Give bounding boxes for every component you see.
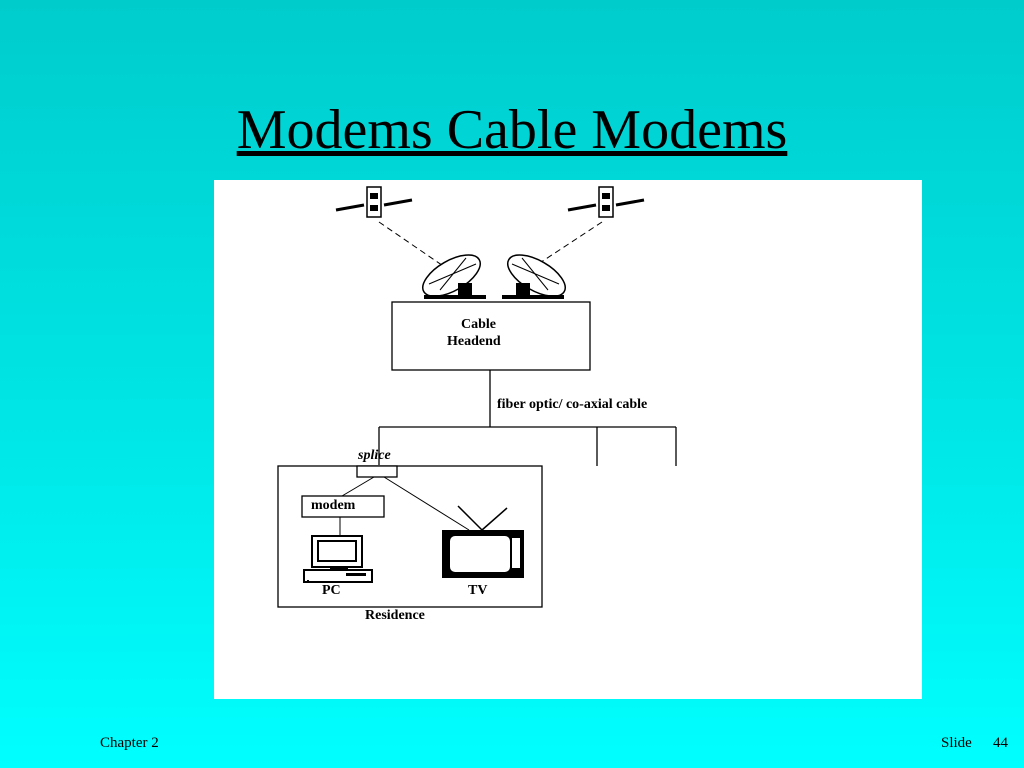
slide-title: Modems Cable Modems <box>236 99 788 161</box>
cable-link-label: fiber optic/ co-axial cable <box>497 397 648 412</box>
modem-label: modem <box>311 498 356 513</box>
satellite-icon <box>335 186 413 218</box>
satellite-icon <box>567 186 645 218</box>
footer-chapter: Chapter 2 <box>100 735 159 751</box>
satellite-dish-icon <box>502 254 566 299</box>
splice-label: splice <box>358 448 391 463</box>
computer-icon <box>303 535 373 583</box>
television-icon <box>442 505 524 578</box>
residence-label: Residence <box>365 608 425 623</box>
cable-modem-diagram: Cable Headend fiber optic/ co-axial cabl… <box>214 180 922 699</box>
tv-label: TV <box>468 583 488 598</box>
footer-slide-number: 44 <box>993 735 1008 751</box>
headend-label-line1: Cable <box>461 317 496 332</box>
headend-label-line2: Headend <box>447 334 501 349</box>
pc-label: PC <box>322 583 341 598</box>
satellite-dish-icon <box>422 254 486 299</box>
footer-slide-label: Slide <box>941 735 972 751</box>
